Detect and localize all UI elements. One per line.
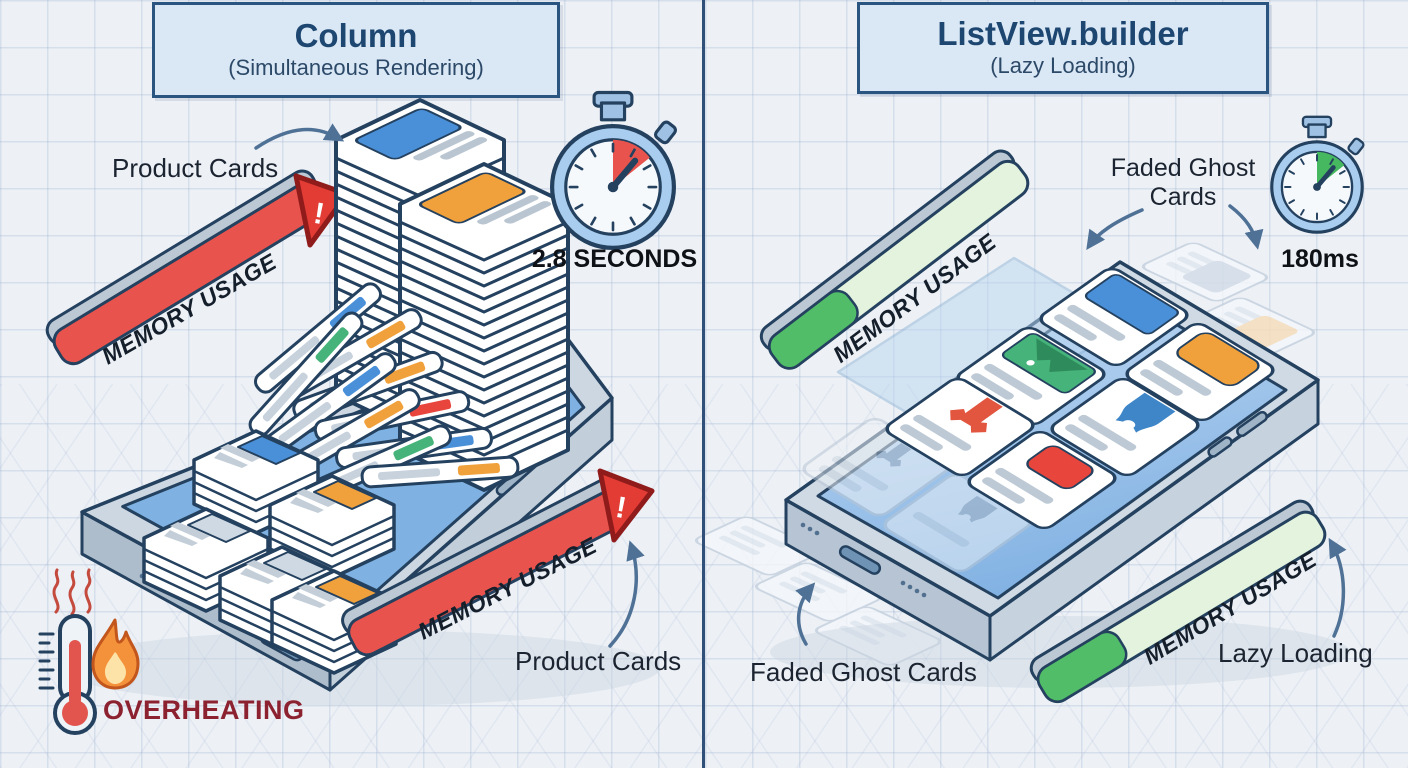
overheating-label: OVERHEATING <box>103 695 305 725</box>
right-subtitle: (Lazy Loading) <box>990 53 1136 79</box>
warning-triangle-icon: ! <box>597 468 655 543</box>
left-title-box: Column (Simultaneous Rendering) <box>152 2 560 98</box>
memory-bar-green-bottom-icon <box>1029 499 1327 704</box>
memory-bar-red-top-icon <box>45 169 329 366</box>
faded-ghost-cards-top-label: Faded Ghost Cards <box>1088 154 1278 212</box>
speaker-dots-icon <box>900 580 927 598</box>
product-card-orange <box>1125 323 1275 421</box>
arrow-to-ghost-left-icon <box>1086 208 1144 250</box>
timer-value-right: 180ms <box>1281 245 1359 273</box>
side-button-icon <box>1236 410 1268 438</box>
arrow-to-ghost-right-icon <box>1228 204 1264 250</box>
lazy-loading-label: Lazy Loading <box>1218 638 1373 668</box>
flame-icon <box>91 618 140 690</box>
arrow-curves-right <box>795 204 1347 646</box>
timer-value-left: 2.8 SECONDS <box>531 245 698 273</box>
stopwatch-red-icon <box>552 93 677 248</box>
arrow-curves-left <box>254 123 645 648</box>
arrow-to-ghost-bottom-icon <box>795 582 816 646</box>
product-card-tshirt-red <box>885 378 1035 476</box>
right-title: ListView.builder <box>937 14 1189 52</box>
product-card-tank-blue <box>1050 378 1200 476</box>
product-cards-bottom-label: Product Cards <box>515 646 682 676</box>
side-button-icon <box>1207 436 1233 458</box>
charging-port-icon <box>838 545 882 575</box>
left-title: Column <box>294 16 418 54</box>
faded-ghost-cards-bottom-label: Faded Ghost Cards <box>750 657 977 687</box>
speaker-dots-icon <box>800 522 820 536</box>
panel-divider <box>702 0 705 768</box>
thermometer-icon <box>38 614 97 735</box>
faded-ghost-line1: Faded Ghost <box>1110 154 1256 182</box>
right-title-box: ListView.builder (Lazy Loading) <box>857 2 1269 94</box>
product-cards-top-label: Product Cards <box>112 153 279 183</box>
faded-ghost-line2: Cards <box>1149 182 1217 211</box>
arrow-to-stack-icon <box>254 123 345 150</box>
heat-waves-icon <box>52 568 92 616</box>
memory-bar-green-top-icon <box>759 149 1030 370</box>
arrow-to-bar-icon <box>1328 537 1347 638</box>
arrow-to-warning-icon <box>608 540 645 648</box>
left-subtitle: (Simultaneous Rendering) <box>228 55 484 81</box>
product-card-blue <box>1039 268 1189 366</box>
ghost-cards-top-right <box>1137 239 1320 360</box>
product-card-red <box>967 431 1117 529</box>
stopwatch-green-icon <box>1272 117 1365 232</box>
